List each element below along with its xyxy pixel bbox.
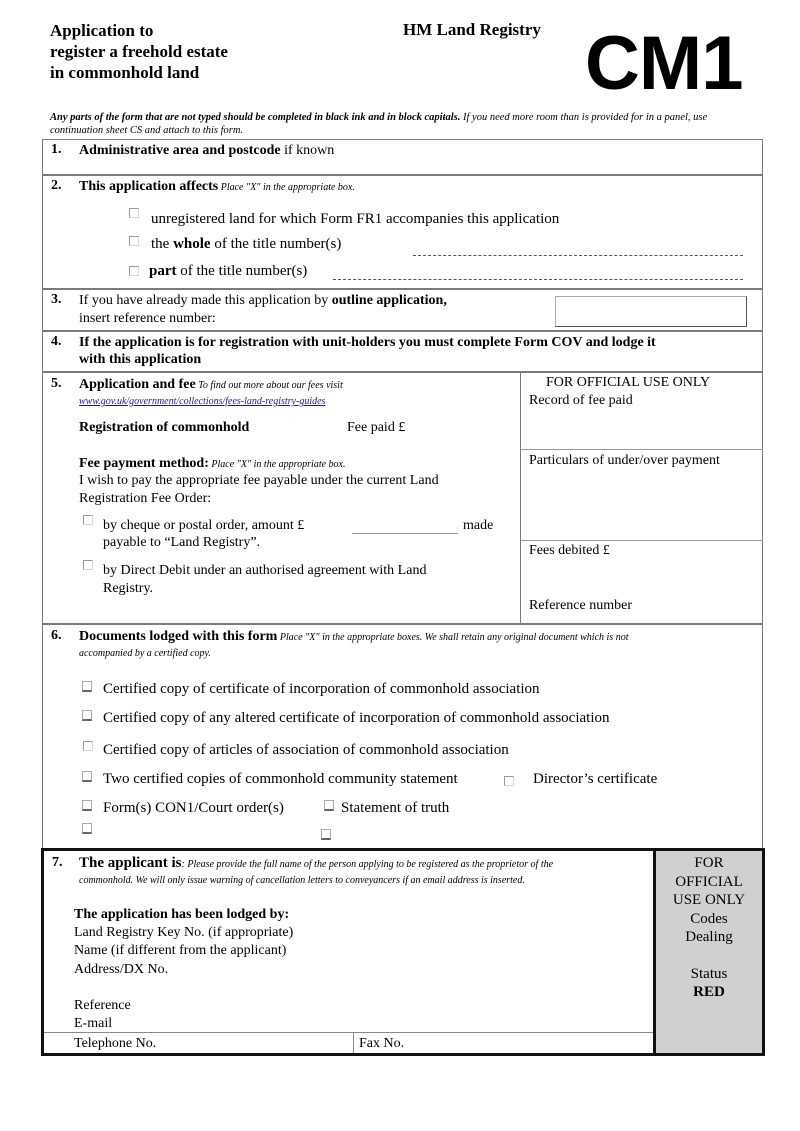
panel-3-label-line2: insert reference number:	[79, 311, 216, 326]
panel-5-application-fee: 5. Application and fee To find out more …	[42, 372, 763, 624]
panel-7-hint-line2: commonhold. We will only issue warning o…	[79, 875, 525, 886]
fees-debited-label: Fees debited £	[529, 543, 610, 558]
status-value: RED	[693, 984, 725, 1000]
part-title-label: part of the title number(s)	[149, 263, 308, 279]
dealing-label: Dealing	[685, 929, 733, 945]
form-title-line: register a freehold estate	[50, 42, 228, 61]
address-dx-field[interactable]: Address/DX No.	[74, 962, 169, 977]
official-use-heading: FOR OFFICIAL USE ONLY	[546, 375, 711, 390]
doc-altered-incorporation-checkbox[interactable]	[82, 710, 92, 721]
doc-articles-checkbox[interactable]	[83, 741, 93, 751]
doc-statement-of-truth-checkbox[interactable]	[324, 800, 334, 811]
lodger-name-field[interactable]: Name (if different from the applicant)	[74, 943, 287, 958]
panel-number: 2.	[51, 178, 62, 193]
official-use-line: FOR	[694, 855, 724, 871]
part-title-number-input[interactable]	[333, 279, 743, 280]
registry-name: HM Land Registry	[403, 20, 541, 39]
fax-field[interactable]: Fax No.	[359, 1036, 405, 1051]
form-title-line: in commonhold land	[50, 63, 200, 82]
panel-6-label: Documents lodged with this form Place "X…	[79, 629, 629, 644]
instructions-normal: If you need more room than is provided f…	[50, 112, 708, 136]
doc-incorporation-checkbox[interactable]	[82, 681, 92, 692]
panel-7-applicant: 7. The applicant is: Please provide the …	[41, 848, 765, 1056]
whole-title-checkbox[interactable]	[129, 236, 139, 246]
key-number-field[interactable]: Land Registry Key No. (if appropriate)	[74, 925, 294, 940]
fee-official-use-column: FOR OFFICIAL USE ONLY Record of fee paid…	[520, 372, 763, 624]
unregistered-land-checkbox[interactable]	[129, 208, 139, 218]
panel-4-unit-holders: 4. If the application is for registratio…	[42, 331, 763, 372]
panel-1-label: Administrative area and postcode if know…	[79, 143, 335, 158]
doc-con1-checkbox[interactable]	[82, 800, 92, 811]
fee-payment-method-label: Fee payment method: Place "X" in the app…	[79, 456, 346, 471]
doc-altered-incorporation-label: Certified copy of any altered certificat…	[103, 710, 610, 726]
panel-4-line2: with this application	[79, 352, 202, 367]
panel-3-label-line1: If you have already made this applicatio…	[79, 293, 447, 308]
direct-debit-checkbox[interactable]	[83, 560, 93, 570]
panel-3-outline-application: 3. If you have already made this applica…	[42, 289, 763, 331]
cheque-payable-label: payable to “Land Registry”.	[103, 535, 261, 550]
fee-wish-line2: Registration Fee Order:	[79, 491, 212, 506]
divider	[353, 1032, 354, 1053]
doc-statement-of-truth-label: Statement of truth	[341, 800, 450, 816]
cheque-amount-input[interactable]	[352, 533, 458, 534]
divider	[44, 1032, 653, 1033]
panel-number: 1.	[51, 142, 62, 157]
part-title-checkbox[interactable]	[129, 266, 139, 276]
status-label: Status	[690, 965, 728, 982]
codes-label: Codes	[690, 910, 728, 927]
fees-guide-link[interactable]: www.gov.uk/government/collections/fees-l…	[79, 396, 326, 407]
direct-debit-label-line2: Registry.	[103, 581, 154, 596]
doc-articles-label: Certified copy of articles of associatio…	[103, 742, 509, 758]
whole-title-label: the whole of the title number(s)	[151, 236, 342, 252]
whole-title-number-input[interactable]	[413, 255, 743, 256]
doc-con1-label: Form(s) CON1/Court order(s)	[103, 800, 284, 816]
registration-of-commonhold-label: Registration of commonhold	[79, 420, 250, 435]
email-field[interactable]: E-mail	[74, 1016, 113, 1031]
under-over-payment-label: Particulars of under/over payment	[529, 453, 720, 468]
official-use-line: OFFICIAL	[675, 873, 743, 890]
panel-2-application-affects: 2. This application affects Place "X" in…	[42, 175, 763, 289]
form-title-line: Application to	[50, 21, 154, 40]
divider	[521, 540, 763, 541]
doc-directors-certificate-checkbox[interactable]	[504, 776, 514, 786]
form-instructions: Any parts of the form that are not typed…	[50, 112, 755, 137]
panel-number: 6.	[51, 628, 62, 643]
reference-number-label: Reference number	[529, 598, 632, 613]
form-code: CM1	[585, 21, 743, 106]
panel-number: 7.	[52, 855, 63, 870]
cheque-made-label: made	[463, 518, 494, 533]
fee-wish-line1: I wish to pay the appropriate fee payabl…	[79, 473, 439, 488]
outline-reference-input[interactable]	[555, 296, 747, 327]
official-use-line: USE ONLY	[672, 892, 746, 908]
panel-6-hint-line2: accompanied by a certified copy.	[79, 648, 211, 659]
instructions-bold: Any parts of the form that are not typed…	[50, 112, 461, 123]
direct-debit-label: by Direct Debit under an authorised agre…	[103, 563, 427, 578]
panel-4-line1: If the application is for registration w…	[79, 335, 656, 350]
doc-incorporation-label: Certified copy of certificate of incorpo…	[103, 681, 540, 697]
panel-7-label: The applicant is: Please provide the ful…	[79, 855, 554, 871]
panel-5-label: Application and fee To find out more abo…	[79, 377, 343, 392]
applicant-official-use-column: FOR OFFICIAL USE ONLY Codes Dealing Stat…	[653, 851, 762, 1053]
panel-2-label: This application affects Place "X" in th…	[79, 179, 355, 194]
lodged-by-heading: The application has been lodged by:	[74, 907, 290, 922]
record-of-fee-paid-label: Record of fee paid	[529, 393, 633, 408]
cheque-label: by cheque or postal order, amount £	[103, 518, 305, 533]
cheque-checkbox[interactable]	[83, 515, 93, 525]
panel-number: 3.	[51, 292, 62, 307]
form-title: Application to register a freehold estat…	[50, 20, 310, 83]
reference-field[interactable]: Reference	[74, 998, 131, 1013]
fee-paid-label: Fee paid £	[347, 420, 406, 435]
doc-community-statement-label: Two certified copies of commonhold commu…	[103, 771, 458, 787]
panel-1-administrative-area[interactable]: 1. Administrative area and postcode if k…	[42, 139, 763, 175]
doc-other-checkbox-2[interactable]	[321, 829, 331, 840]
panel-6-documents-lodged: 6. Documents lodged with this form Place…	[42, 624, 763, 849]
unregistered-land-label: unregistered land for which Form FR1 acc…	[151, 211, 560, 227]
telephone-field[interactable]: Telephone No.	[74, 1036, 157, 1051]
doc-other-checkbox-1[interactable]	[82, 823, 92, 834]
panel-number: 4.	[51, 334, 62, 349]
doc-directors-certificate-label: Director’s certificate	[533, 771, 658, 787]
panel-number: 5.	[51, 376, 62, 391]
divider	[521, 449, 763, 450]
doc-community-statement-checkbox[interactable]	[82, 771, 92, 782]
